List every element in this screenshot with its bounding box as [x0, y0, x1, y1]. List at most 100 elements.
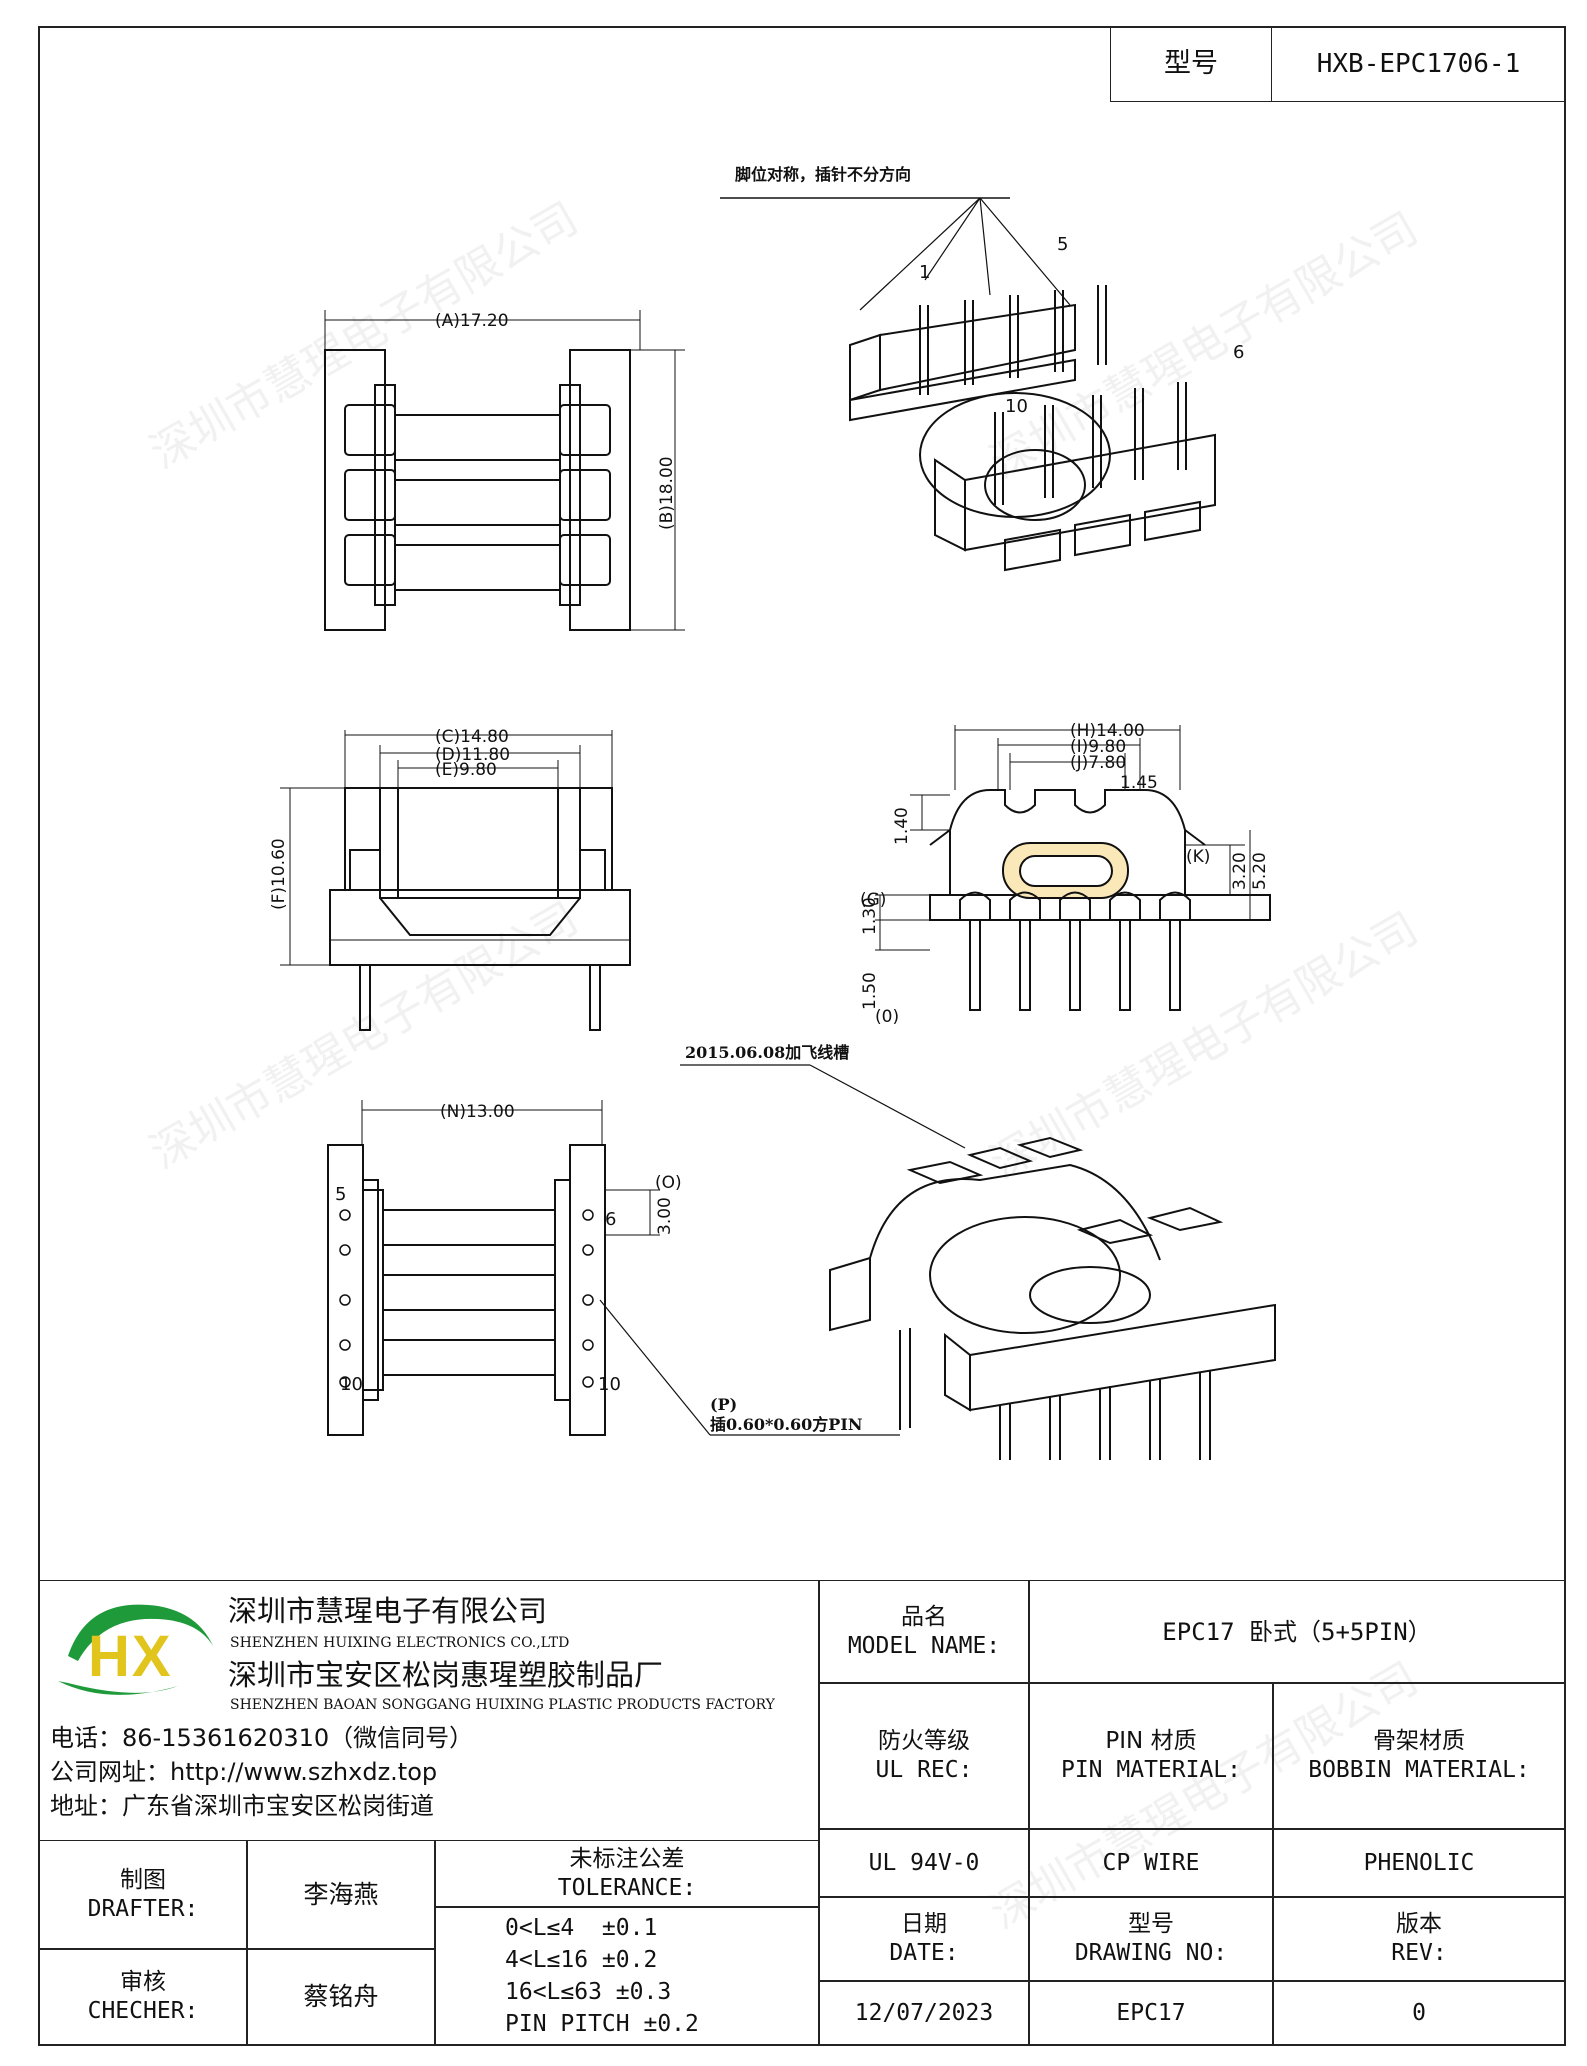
top-note: 脚位对称，插针不分方向	[735, 165, 911, 184]
tolerance-cn: 未标注公差	[569, 1846, 685, 1873]
tolerance-label: 未标注公差 TOLERANCE:	[434, 1840, 820, 1908]
tolerance-values: 0<L≤4 ±0.1 4<L≤16 ±0.2 16<L≤63 ±0.3 PIN …	[434, 1906, 820, 2046]
checker-value-text: 蔡铭舟	[303, 1982, 379, 2012]
model-name-en: MODEL NAME:	[847, 1633, 1001, 1659]
dim-520: 5.20	[1250, 852, 1270, 890]
top-pin-6: 6	[1233, 342, 1244, 363]
bottom-iso-drawing: 2015.06.08加飞线槽	[680, 1043, 1300, 1460]
side-view-drawing: (C)14.80 (D)11.80 (E)9.80 (F)10.60	[269, 727, 670, 1040]
dim-145: 1.45	[1120, 773, 1158, 793]
top-pin-1: 1	[919, 262, 930, 283]
bottom-pin-5: 5	[335, 1184, 346, 1205]
drafter-cn: 制图	[120, 1867, 166, 1894]
dim-e: (E)9.80	[435, 760, 497, 780]
drawing-no-value-text: EPC17	[1116, 1999, 1186, 2026]
ul-rec-value: UL 94V-0	[818, 1828, 1030, 1898]
company-phone: 电话：86-15361620310（微信同号）	[50, 1724, 474, 1752]
pin-material-label: PIN 材质 PIN MATERIAL:	[1028, 1682, 1274, 1830]
drawing-no-en: DRAWING NO:	[1074, 1940, 1228, 1966]
dim-d: (D)11.80	[435, 745, 510, 765]
drafter-value-text: 李海燕	[303, 1880, 379, 1910]
drafter-en: DRAFTER:	[87, 1896, 199, 1922]
tolerance-line: 0<L≤4 ±0.1	[505, 1914, 658, 1941]
drafter-value: 李海燕	[246, 1840, 436, 1950]
dim-320: 3.20	[1230, 852, 1250, 890]
tolerance-line: 16<L≤63 ±0.3	[505, 1979, 672, 2005]
drawing-no-label: 型号 DRAWING NO:	[1028, 1896, 1274, 1982]
company-address: 地址：广东省深圳市宝安区松岗街道	[50, 1792, 434, 1820]
model-name-value-text: EPC17 卧式（5+5PIN）	[1162, 1618, 1432, 1646]
dim-j: (J)7.80	[1070, 753, 1126, 773]
dim-f: (F)10.60	[269, 838, 289, 910]
header-model-label: 型号	[1110, 26, 1272, 102]
top-iso-drawing: 脚位对称，插针不分方向 1 5 6 10	[715, 165, 1244, 630]
bobbin-material-value: PHENOLIC	[1272, 1828, 1566, 1898]
front-view-drawing: (H)14.00 (I)9.80 (J)7.80 1.45 1.40 (K) 3…	[860, 721, 1300, 1027]
dim-i: (I)9.80	[1070, 737, 1126, 757]
dim-150: 1.50	[860, 972, 880, 1010]
header-model-value-text: HXB-EPC1706-1	[1316, 48, 1521, 79]
top-pin-10: 10	[1005, 396, 1028, 417]
bobbin-en: BOBBIN MATERIAL:	[1308, 1757, 1530, 1783]
date-en: DATE:	[889, 1940, 959, 1966]
dim-300: 3.00	[655, 1197, 675, 1235]
ul-en: UL REC:	[875, 1757, 973, 1783]
factory-name-en: SHENZHEN BAOAN SONGGANG HUIXING PLASTIC …	[230, 1697, 775, 1713]
dim-n: (N)13.00	[440, 1102, 515, 1122]
bottom-view-drawing: (N)13.00 (O) 3.00 5 6 10 10 (P) 插0.60*0.…	[300, 1090, 900, 1450]
pin-mat-en: PIN MATERIAL:	[1060, 1757, 1241, 1783]
date-value-text: 12/07/2023	[854, 1999, 994, 2026]
ul-rec-label: 防火等级 UL REC:	[818, 1682, 1030, 1830]
dim-a: (A)17.20	[435, 311, 509, 331]
title-block: HX 深圳市慧瑆电子有限公司 SHENZHEN HUIXING ELECTRON…	[38, 1580, 1566, 2046]
pin-mat-cn: PIN 材质	[1105, 1728, 1197, 1755]
pin-note: 插0.60*0.60方PIN	[710, 1415, 862, 1434]
tolerance-line: PIN PITCH ±0.2	[505, 2011, 699, 2038]
dim-g: (G)	[860, 890, 886, 910]
bottom-pin-10-left: 10	[340, 1374, 363, 1395]
dim-b: (B)18.00	[657, 456, 677, 530]
ul-value-text: UL 94V-0	[868, 1849, 980, 1876]
factory-name-cn: 深圳市宝安区松岗惠瑆塑胶制品厂	[228, 1658, 664, 1692]
logo-icon	[58, 1604, 213, 1695]
bobbin-material-label: 骨架材质 BOBBIN MATERIAL:	[1272, 1682, 1566, 1830]
dim-0: (0)	[875, 1007, 899, 1027]
model-name-value: EPC17 卧式（5+5PIN）	[1028, 1580, 1566, 1684]
tolerance-line: 4<L≤16 ±0.2	[505, 1946, 658, 1973]
company-panel: HX 深圳市慧瑆电子有限公司 SHENZHEN HUIXING ELECTRON…	[38, 1580, 820, 1842]
drawing-no-value: EPC17	[1028, 1980, 1274, 2046]
date-label: 日期 DATE:	[818, 1896, 1030, 1982]
dim-k: (K)	[1186, 847, 1210, 867]
checker-label: 审核 CHECHER:	[38, 1948, 248, 2046]
company-website: 公司网址：http://www.szhxdz.top	[50, 1758, 438, 1786]
checker-cn: 审核	[120, 1969, 166, 1996]
rev-cn: 版本	[1396, 1911, 1442, 1938]
top-view-drawing: (A)17.20 (B)18.00	[280, 290, 700, 660]
header-model-label-text: 型号	[1164, 48, 1218, 80]
logo-letters: HX	[88, 1624, 173, 1689]
rev-en: REV:	[1391, 1940, 1447, 1966]
bottom-pin-10-right: 10	[598, 1374, 621, 1395]
rev-value-text: 0	[1412, 1999, 1426, 2026]
bottom-note: 2015.06.08加飞线槽	[685, 1043, 849, 1062]
rev-label: 版本 REV:	[1272, 1896, 1566, 1982]
bottom-pin-6: 6	[605, 1209, 616, 1230]
dim-130: 1.30	[860, 897, 880, 935]
drafter-label: 制图 DRAFTER:	[38, 1840, 248, 1950]
checker-en: CHECHER:	[87, 1998, 199, 2024]
dim-o: (O)	[655, 1173, 682, 1193]
dim-h: (H)14.00	[1070, 721, 1145, 741]
company-name-cn: 深圳市慧瑆电子有限公司	[228, 1594, 548, 1628]
pin-value-text: CP WIRE	[1102, 1849, 1200, 1876]
date-cn: 日期	[901, 1911, 947, 1938]
date-value: 12/07/2023	[818, 1980, 1030, 2046]
company-logo: HX	[48, 1591, 218, 1701]
dim-c: (C)14.80	[435, 727, 509, 747]
model-name-cn: 品名	[901, 1604, 947, 1631]
rev-value: 0	[1272, 1980, 1566, 2046]
bobbin-value-text: PHENOLIC	[1363, 1849, 1475, 1876]
header-model-value: HXB-EPC1706-1	[1271, 26, 1566, 102]
model-name-label: 品名 MODEL NAME:	[818, 1580, 1030, 1684]
pin-material-value: CP WIRE	[1028, 1828, 1274, 1898]
checker-value: 蔡铭舟	[246, 1948, 436, 2046]
